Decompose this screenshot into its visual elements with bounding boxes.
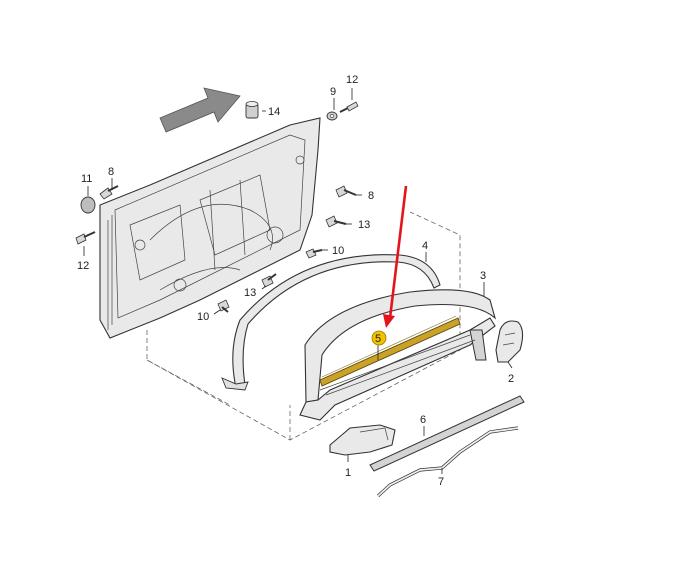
callout-10-bottom: 10 — [197, 311, 209, 323]
fastener-group — [75, 101, 359, 313]
screw-10-bottom-icon — [217, 299, 230, 313]
callout-14: 14 — [268, 106, 280, 118]
clip-14-icon — [245, 101, 259, 119]
callout-badge-5 — [371, 330, 387, 346]
callout-9: 9 — [330, 86, 336, 98]
callout-8-left: 8 — [108, 166, 114, 178]
callout-labels: 1 2 3 4 5 6 7 8 8 9 10 10 11 12 12 13 13… — [77, 74, 514, 488]
callout-11: 11 — [81, 173, 92, 185]
plug-11-icon — [80, 196, 96, 214]
leader-lines — [83, 88, 513, 474]
direction-arrow-icon — [159, 87, 241, 133]
nut-9-icon — [326, 111, 338, 121]
callout-7: 7 — [438, 476, 444, 488]
callout-13-bottom: 13 — [244, 287, 256, 299]
screw-13-bottom-icon — [261, 273, 277, 288]
part-7-rod — [376, 426, 519, 498]
red-pointer-arrow-icon — [383, 185, 408, 328]
part-2-corner-bracket — [495, 320, 524, 363]
part-5-seal-strip — [319, 315, 461, 387]
callout-3: 3 — [480, 270, 486, 282]
door-inner-panel — [99, 117, 321, 339]
screw-13-right-icon — [325, 215, 347, 228]
callout-8-right: 8 — [368, 190, 374, 202]
part-3-window-frame — [299, 289, 497, 421]
part-1-trim-piece — [329, 424, 396, 456]
screw-8-left-icon — [99, 185, 119, 200]
assembly-guide-lines — [146, 211, 461, 441]
callout-12-top: 12 — [346, 74, 358, 86]
callout-12-left: 12 — [77, 260, 89, 272]
screw-8-right-icon — [335, 185, 357, 198]
callout-4: 4 — [422, 240, 428, 252]
callout-13-right: 13 — [358, 219, 370, 231]
callout-1: 1 — [345, 467, 351, 479]
callout-5: 5 — [375, 333, 381, 345]
screw-10-right-icon — [305, 248, 323, 259]
callout-2: 2 — [508, 373, 514, 385]
callout-10-right: 10 — [332, 245, 344, 257]
screw-12-top-icon — [339, 101, 359, 113]
callout-6: 6 — [420, 414, 426, 426]
part-6-outer-seal — [369, 395, 525, 472]
screw-12-left-icon — [75, 231, 96, 245]
